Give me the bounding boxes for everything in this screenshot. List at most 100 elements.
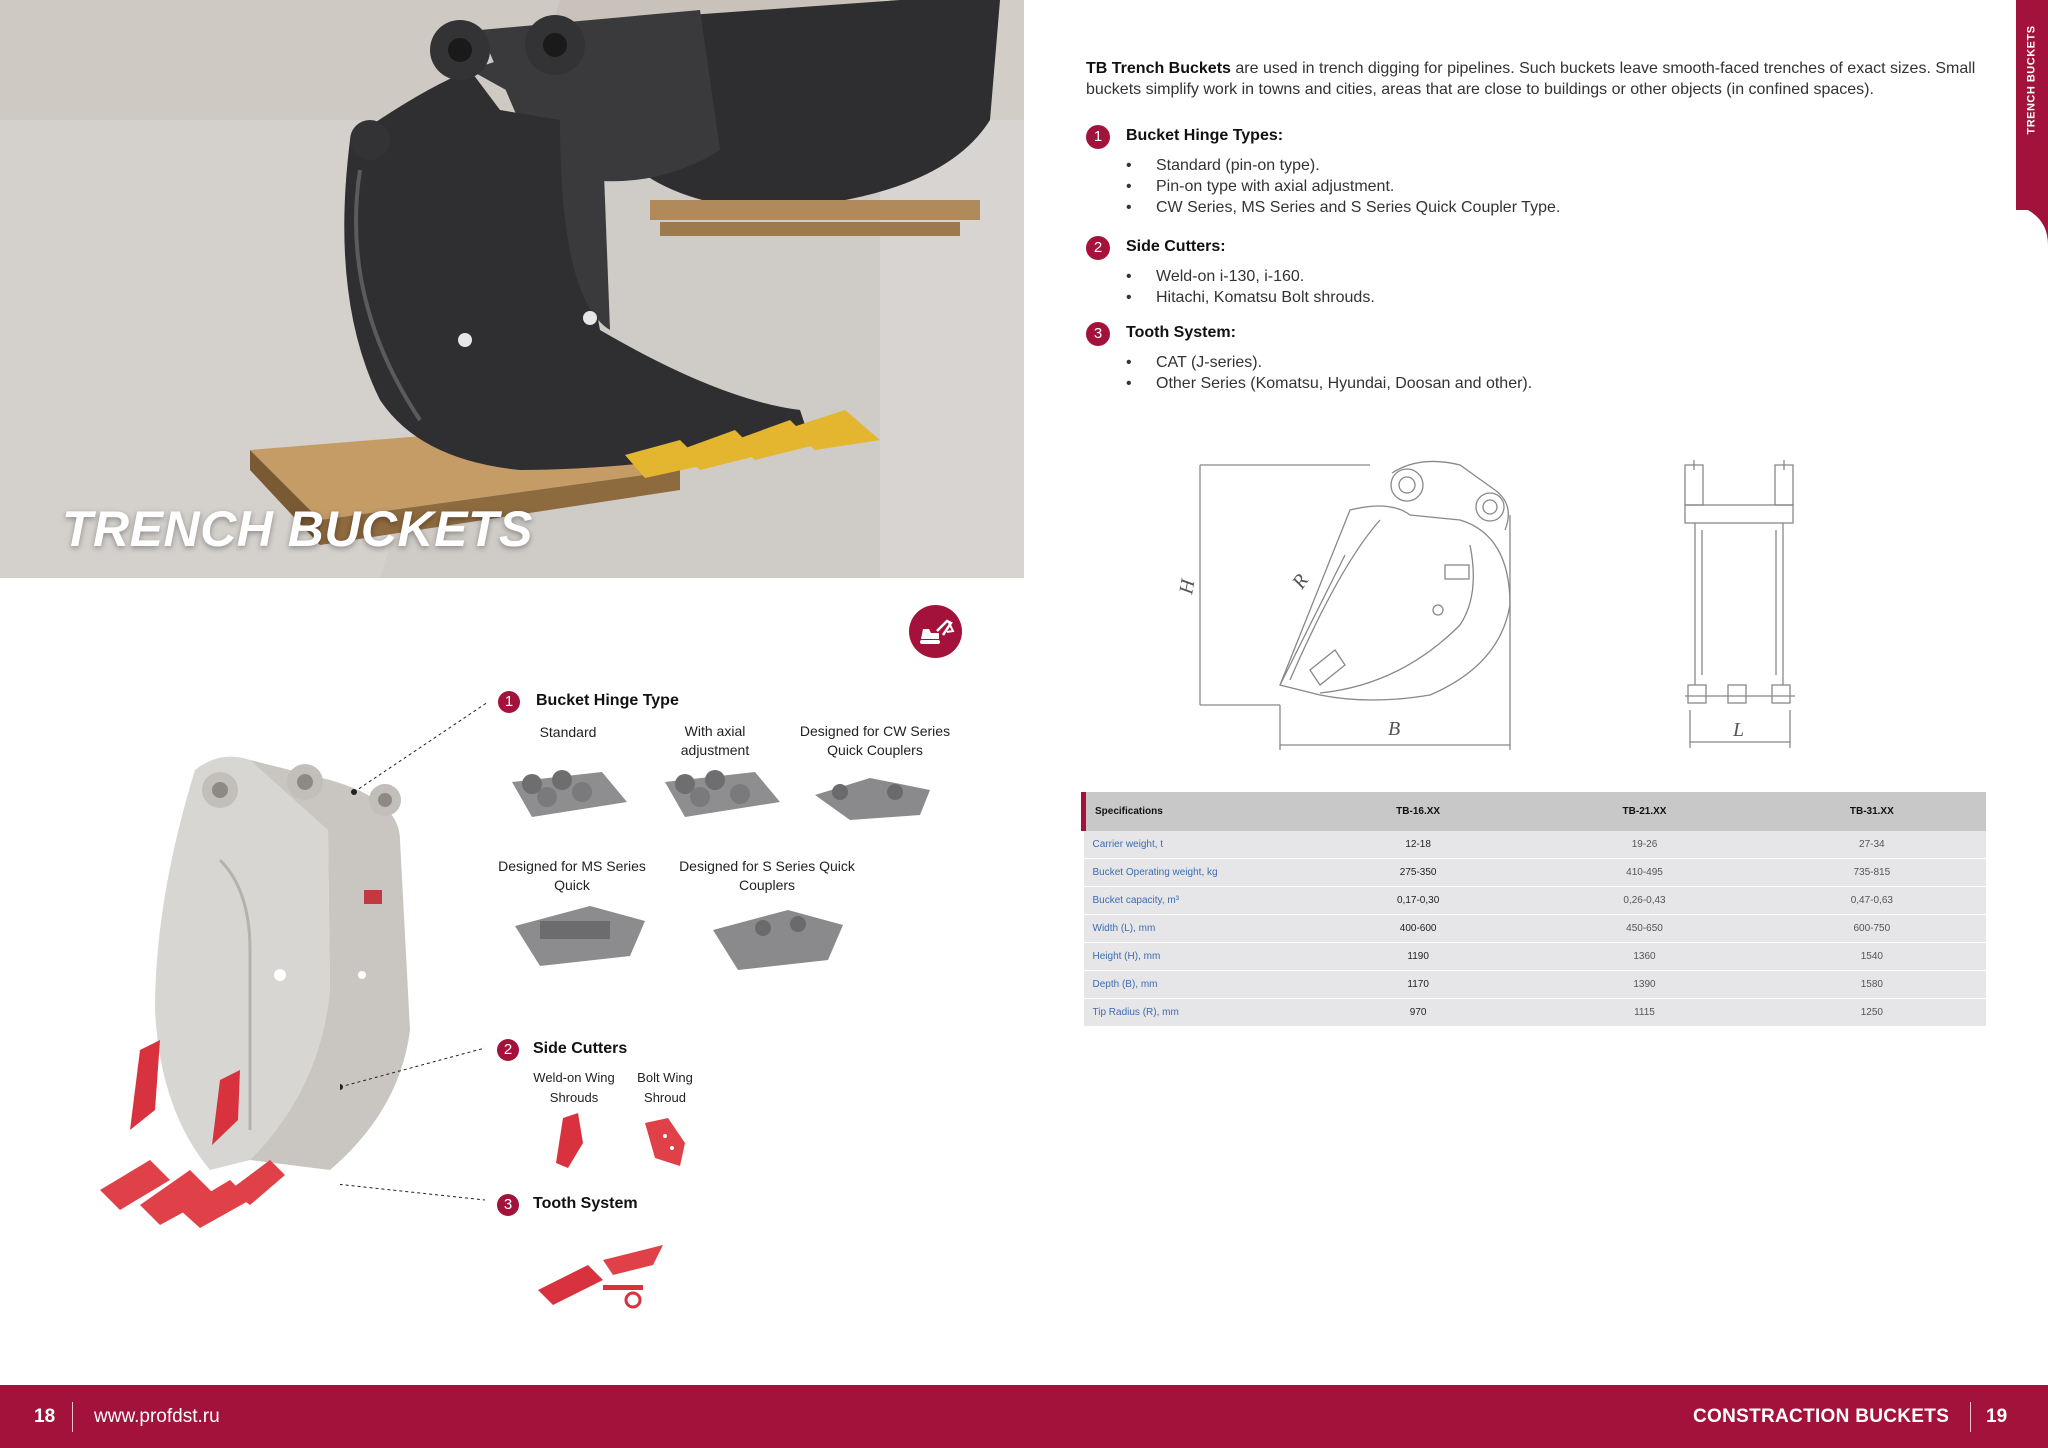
hinge-option-standard: Standard [539, 724, 597, 740]
table-cell: 1190 [1304, 942, 1532, 971]
table-header-cell: TB-31.XX [1757, 792, 1986, 831]
table-row: Depth (B), mm 1170 1390 1580 [1083, 970, 1986, 999]
table-cell: Height (H), mm [1083, 942, 1305, 971]
table-cell: 970 [1304, 998, 1532, 1027]
right-section-number-1: 1 [1086, 125, 1110, 149]
footer-divider [1970, 1402, 1971, 1432]
bolt-shroud-image [645, 1118, 685, 1166]
section-number-3: 3 [497, 1194, 519, 1216]
hinge-option-cw: Designed for CW Series Quick Couplers [799, 723, 951, 758]
cutter-option-bolt: Bolt Wing Shroud [637, 1070, 693, 1105]
ms-hinge-image [515, 906, 645, 966]
table-cell: Carrier weight, t [1083, 831, 1305, 859]
footer-divider [72, 1402, 73, 1432]
list-item: Weld-on i-130, i-160. [1126, 266, 1375, 287]
table-cell: 1580 [1757, 970, 1986, 999]
section-number-2: 2 [497, 1039, 519, 1061]
hinge-option-s: Designed for S Series Quick Couplers [679, 858, 855, 893]
table-cell: 450-650 [1531, 914, 1758, 943]
standard-hinge-image [512, 770, 627, 817]
cw-hinge-image [815, 778, 930, 820]
s-hinge-image [713, 910, 843, 970]
dimension-r-label: R [1288, 570, 1314, 593]
section-title-cutters: Side Cutters [533, 1040, 628, 1057]
table-cell: 735-815 [1757, 858, 1986, 887]
trench-bucket-photo [0, 0, 1024, 578]
table-cell: 600-750 [1757, 914, 1986, 943]
side-cutters-list: Weld-on i-130, i-160. Hitachi, Komatsu B… [1126, 266, 1375, 308]
table-cell: Width (L), mm [1083, 914, 1305, 943]
excavator-badge-icon [909, 605, 962, 658]
table-row: Bucket Operating weight, kg 275-350 410-… [1083, 858, 1986, 887]
table-cell: 275-350 [1304, 858, 1532, 887]
table-cell: 27-34 [1757, 831, 1986, 859]
table-cell: 1540 [1757, 942, 1986, 971]
list-item: CW Series, MS Series and S Series Quick … [1126, 197, 1560, 218]
list-item: Hitachi, Komatsu Bolt shrouds. [1126, 287, 1375, 308]
footer-bar: 18 www.profdst.ru CONSTRACTION BUCKETS 1… [0, 1385, 2048, 1448]
table-row: Bucket capacity, m³ 0,17-0,30 0,26-0,43 … [1083, 886, 1986, 915]
front-view-drawing: L [1684, 460, 1795, 748]
section-title-hinge: Bucket Hinge Type [536, 692, 679, 709]
table-cell: 0,17-0,30 [1304, 886, 1532, 915]
dimension-b-label: B [1388, 718, 1400, 740]
leader-lines [340, 701, 489, 1201]
list-item: Other Series (Komatsu, Hyundai, Doosan a… [1126, 373, 1532, 394]
hinge-types-list: Standard (pin-on type). Pin-on type with… [1126, 155, 1560, 218]
dimension-h-label: H [1175, 576, 1200, 597]
table-row: Tip Radius (R), mm 970 1115 1250 [1083, 998, 1986, 1027]
section-number-1: 1 [498, 691, 520, 713]
table-cell: Bucket capacity, m³ [1083, 886, 1305, 915]
hinge-option-axial: With axial adjustment [680, 723, 750, 758]
list-item: CAT (J-series). [1126, 352, 1532, 373]
table-header-cell: Specifications [1080, 792, 1305, 831]
side-tab-curve [2016, 205, 2048, 245]
intro-text: are used in trench digging for pipelines… [1086, 60, 1976, 98]
right-section-number-3: 3 [1086, 322, 1110, 346]
right-section-number-2: 2 [1086, 236, 1110, 260]
right-section-title-cutters: Side Cutters: [1126, 238, 1226, 255]
section-title-tooth: Tooth System [533, 1195, 638, 1212]
table-cell: 1115 [1531, 998, 1758, 1027]
page-number-left: 18 [34, 1406, 56, 1427]
page-number-right: 19 [1986, 1406, 2008, 1427]
right-section-title-tooth: Tooth System: [1126, 324, 1236, 341]
tooth-system-list: CAT (J-series). Other Series (Komatsu, H… [1126, 352, 1532, 394]
table-cell: Bucket Operating weight, kg [1083, 858, 1305, 887]
table-header-row: Specifications TB-16.XX TB-21.XX TB-31.X… [1080, 792, 1986, 831]
table-cell: 1170 [1304, 970, 1532, 999]
intro-bold: TB Trench Buckets [1086, 60, 1231, 77]
table-cell: 1250 [1757, 998, 1986, 1027]
weld-shroud-image [556, 1113, 583, 1168]
list-item: Standard (pin-on type). [1126, 155, 1560, 176]
right-section-title-hinge: Bucket Hinge Types: [1126, 127, 1284, 144]
table-cell: 0,47-0,63 [1757, 886, 1986, 915]
table-cell: Depth (B), mm [1083, 970, 1305, 999]
table-row: Carrier weight, t 12-18 19-26 27-34 [1083, 831, 1986, 859]
table-row: Width (L), mm 400-600 450-650 600-750 [1083, 914, 1986, 943]
footer-section-title: CONSTRACTION BUCKETS [1693, 1406, 1950, 1427]
table-row: Height (H), mm 1190 1360 1540 [1083, 942, 1986, 971]
table-cell: Tip Radius (R), mm [1083, 998, 1305, 1027]
trench-bucket-render [100, 756, 410, 1228]
cutter-option-weld: Weld-on Wing Shrouds [533, 1070, 615, 1105]
table-header-cell: TB-21.XX [1531, 792, 1758, 831]
table-cell: 1390 [1531, 970, 1758, 999]
website-link[interactable]: www.profdst.ru [94, 1406, 220, 1427]
tooth-system-image [538, 1245, 663, 1309]
table-cell: 410-495 [1531, 858, 1758, 887]
page-title: TRENCH BUCKETS [62, 501, 533, 557]
table-header-cell: TB-16.XX [1304, 792, 1532, 831]
axial-hinge-image [665, 770, 780, 817]
side-view-drawing: H R B [1175, 460, 1511, 750]
table-cell: 1360 [1531, 942, 1758, 971]
specifications-table: Specifications TB-16.XX TB-21.XX TB-31.X… [1080, 792, 1986, 1027]
table-cell: 19-26 [1531, 831, 1758, 859]
table-cell: 400-600 [1304, 914, 1532, 943]
dimension-l-label: L [1732, 719, 1744, 741]
side-tab [2016, 0, 2048, 210]
intro-paragraph: TB Trench Buckets are used in trench dig… [1086, 58, 1996, 100]
side-tab-label: TRENCH BUCKETS [2026, 25, 2038, 135]
hinge-option-ms: Designed for MS Series Quick [498, 858, 646, 893]
table-cell: 0,26-0,43 [1531, 886, 1758, 915]
